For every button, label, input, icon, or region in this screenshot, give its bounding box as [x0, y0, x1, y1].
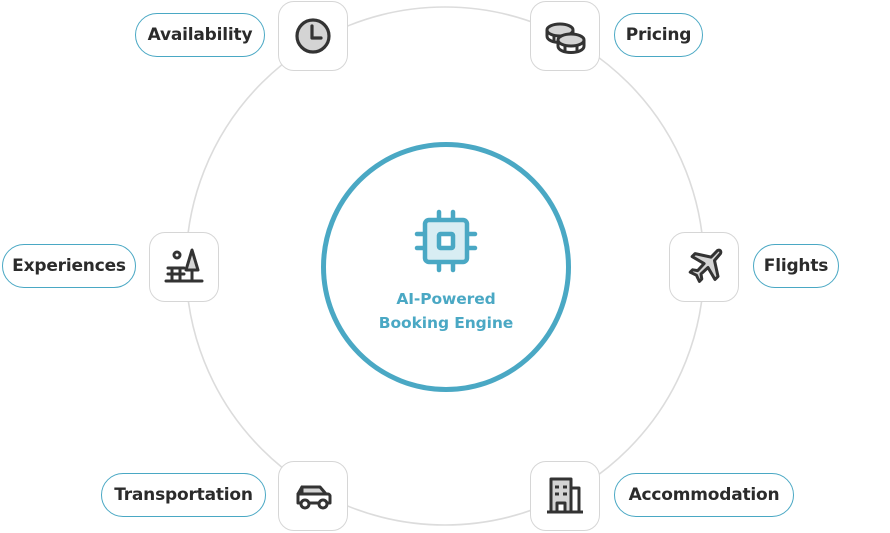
cpu-chip-icon — [414, 209, 478, 273]
label-accommodation[interactable]: Accommodation — [614, 473, 794, 517]
label-flights[interactable]: Flights — [753, 244, 839, 288]
label-transportation[interactable]: Transportation — [101, 473, 266, 517]
node-experiences[interactable] — [149, 232, 219, 302]
clock-icon — [295, 18, 331, 54]
hub-title: AI-Powered Booking Engine — [326, 287, 566, 335]
node-accommodation[interactable] — [530, 461, 600, 531]
node-pricing[interactable] — [530, 1, 600, 71]
hub-title-line-2: Booking Engine — [378, 314, 514, 332]
central-hub: AI-Powered Booking Engine — [321, 142, 571, 392]
label-pricing[interactable]: Pricing — [614, 13, 703, 57]
hub-title-line-1: AI-Powered — [396, 290, 496, 308]
label-availability[interactable]: Availability — [135, 13, 265, 57]
coins-icon — [545, 22, 586, 54]
airplane-icon — [688, 248, 723, 283]
park-icon — [164, 248, 204, 283]
building-icon — [547, 477, 583, 514]
label-experiences[interactable]: Experiences — [2, 244, 136, 288]
node-flights[interactable] — [669, 232, 739, 302]
car-icon — [296, 485, 332, 510]
node-transportation[interactable] — [278, 461, 348, 531]
node-availability[interactable] — [278, 1, 348, 71]
